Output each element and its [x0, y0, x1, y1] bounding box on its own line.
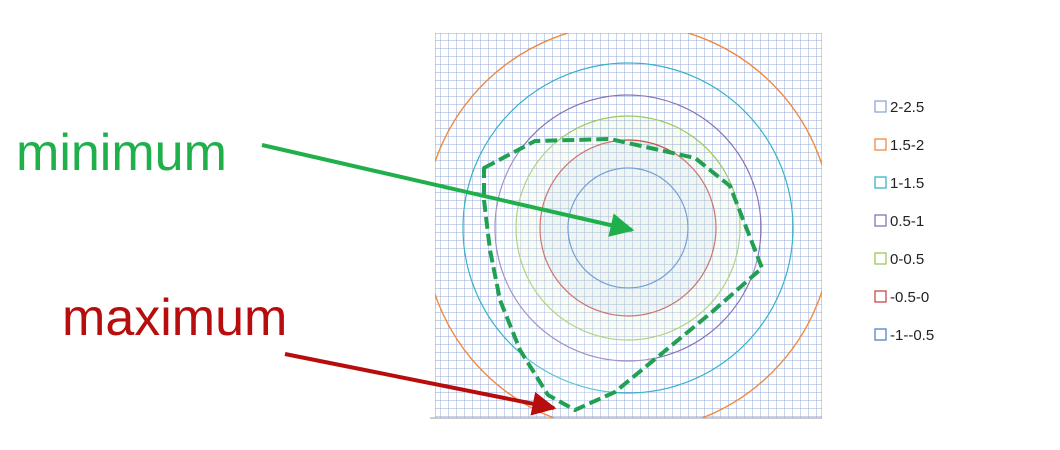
annotation-minimum: minimum	[16, 124, 227, 182]
annotation-group: minimum maximum	[16, 124, 635, 416]
legend-label: -0.5-0	[890, 289, 929, 306]
legend-label: 2-2.5	[890, 99, 924, 116]
legend-label: 0.5-1	[890, 213, 924, 230]
legend-swatch	[874, 176, 887, 189]
legend-swatch	[874, 290, 887, 303]
legend-swatch	[874, 100, 887, 113]
legend-item: 0-0.5	[874, 251, 924, 268]
legend-swatch	[874, 328, 887, 341]
legend-label: 0-0.5	[890, 251, 924, 268]
polygon-layer	[435, 33, 822, 418]
legend-item: 2-2.5	[874, 99, 924, 116]
contour-ring--0.5-0	[539, 139, 717, 317]
legend-item: 0.5-1	[874, 213, 924, 230]
legend-item: -0.5-0	[874, 289, 929, 306]
legend-swatch	[874, 214, 887, 227]
minimum-arrow	[261, 143, 635, 237]
legend-label: 1-1.5	[890, 175, 924, 192]
feasible-region-polygon	[482, 137, 764, 412]
legend-label: -1--0.5	[890, 327, 934, 344]
contour-ring-0-0.5	[515, 115, 741, 341]
legend-swatch	[874, 252, 887, 265]
legend-swatch	[874, 138, 887, 151]
legend-item: 1-1.5	[874, 175, 924, 192]
legend: 2-2.5 1.5-2 1-1.5 0.5-1 0-0.5 -0.5-0 -1-…	[874, 99, 934, 344]
contour-ring-0.5-1	[494, 94, 762, 362]
contour-ring--1--0.5	[567, 167, 689, 289]
legend-item: 1.5-2	[874, 137, 924, 154]
legend-label: 1.5-2	[890, 137, 924, 154]
contour-ring-1-1.5	[462, 62, 794, 394]
annotation-maximum: maximum	[62, 289, 287, 347]
legend-item: -1--0.5	[874, 327, 934, 344]
maximum-arrow	[284, 352, 557, 416]
